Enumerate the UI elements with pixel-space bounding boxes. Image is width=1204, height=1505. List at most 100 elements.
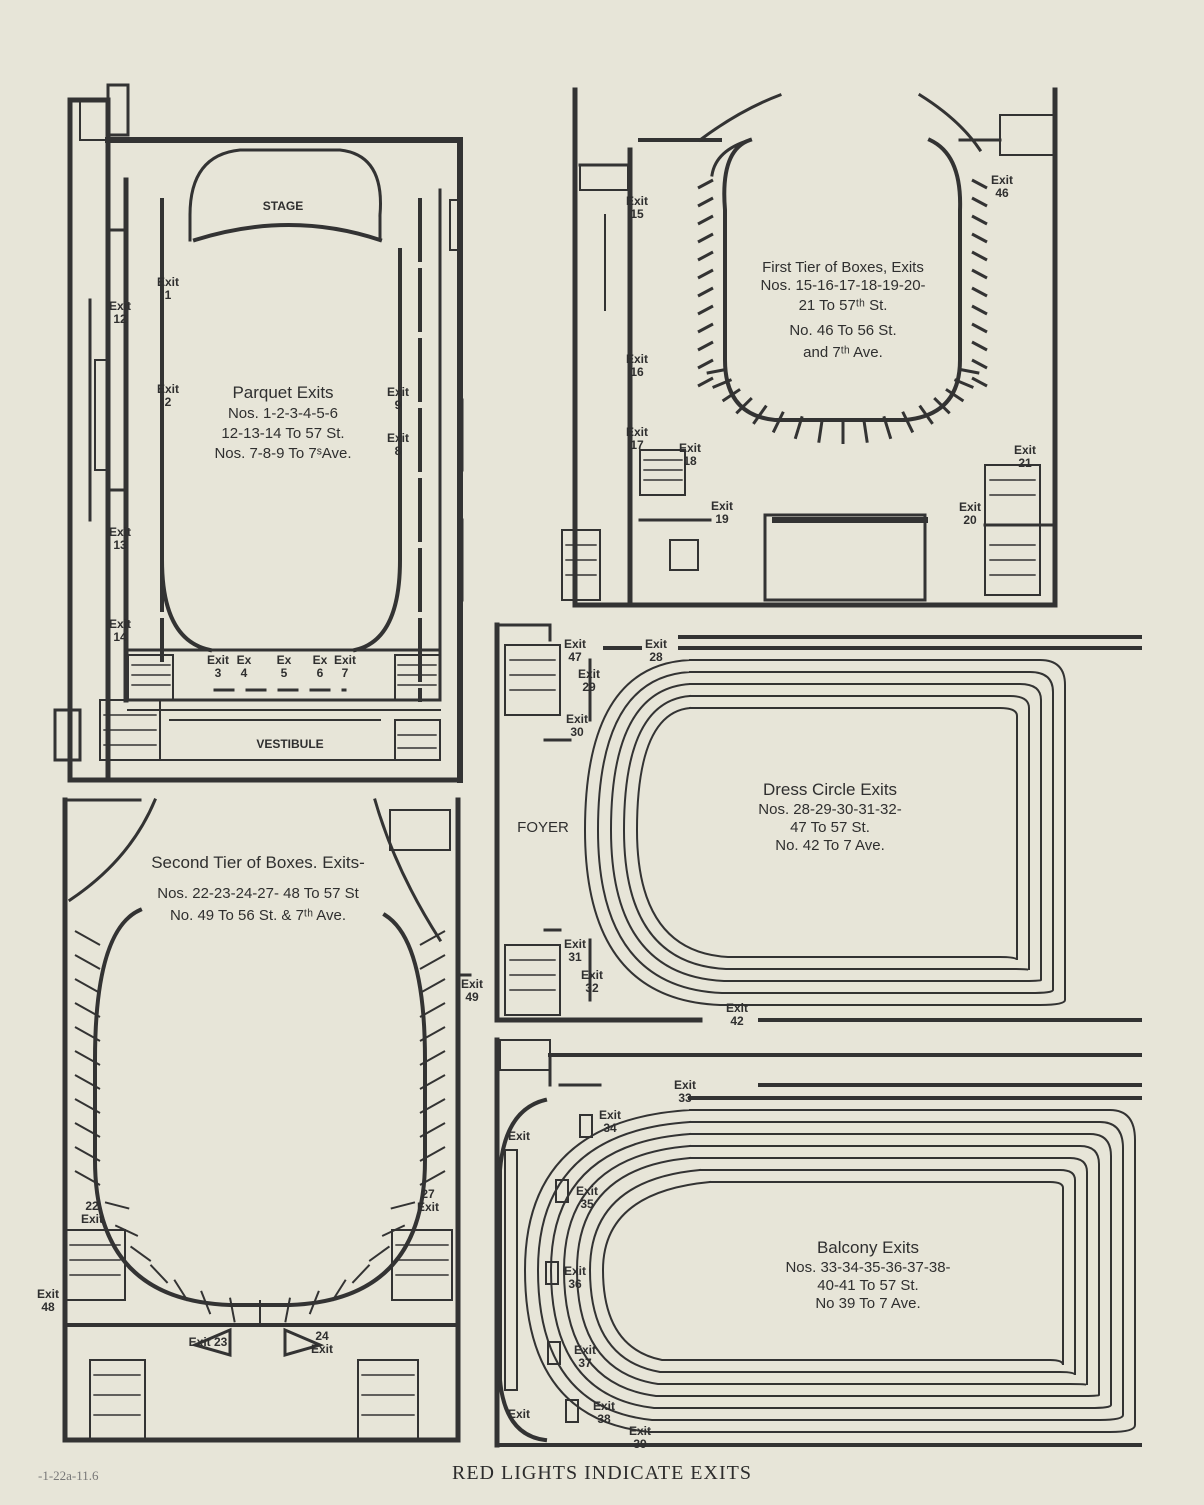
box-seat	[945, 388, 965, 403]
box-seat	[74, 978, 101, 994]
exit-label-top: Exit	[645, 637, 667, 651]
box-seat	[735, 396, 753, 415]
box-seat	[419, 1026, 446, 1042]
exit-label-bottom: 5	[281, 666, 288, 680]
exit-label-bottom: 33	[678, 1091, 692, 1105]
parquet-labels: STAGE VESTIBULE Parquet Exits Nos. 1-2-3…	[214, 199, 351, 751]
box-seat	[933, 396, 951, 415]
exit-label-bottom: 49	[465, 990, 479, 1004]
exit-label-top: Ex	[277, 653, 292, 667]
exit-label-top: Exit	[991, 173, 1013, 187]
exit-markers: Exit1Exit2Exit9Exit8Exit12Exit13Exit14Ex…	[37, 173, 1036, 1451]
footer-caption: RED LIGHTS INDICATE EXITS	[452, 1462, 752, 1484]
exit-label-top: Exit	[109, 617, 131, 631]
exit-label-bottom: Exit	[81, 1212, 103, 1226]
exit-label-bottom: 18	[683, 454, 697, 468]
box-seat	[697, 376, 714, 388]
exit-label-top: Exit	[629, 1424, 651, 1438]
exit-label-top: Exit	[207, 653, 229, 667]
exit-label-top: Exit	[626, 352, 648, 366]
exit-label-bottom: 30	[570, 725, 584, 739]
balcony-plan	[494, 1037, 1142, 1448]
parquet-line-1: Nos. 1-2-3-4-5-6	[228, 405, 338, 422]
foyer-label: FOYER	[517, 819, 569, 836]
box-seat	[351, 1264, 371, 1284]
box-seat	[793, 415, 804, 440]
exit-label-bottom: 8	[395, 444, 402, 458]
box-seat	[74, 1170, 101, 1186]
parquet-exit-9: Ex4	[237, 653, 252, 680]
parquet-plan	[53, 83, 464, 783]
box-seat	[882, 415, 893, 440]
box-seat	[419, 1098, 446, 1114]
first-tier-line-3: No. 46 To 56 St.	[789, 322, 896, 339]
exit-label-top: Exit	[334, 653, 356, 667]
parquet-exit-10: Ex5	[277, 653, 292, 680]
box-seat	[971, 250, 988, 262]
box-seat	[149, 1264, 169, 1284]
dress-circle-line-1: Nos. 28-29-30-31-32-	[758, 801, 901, 818]
box-seat	[74, 954, 101, 970]
exit-label-bottom: 9	[395, 398, 402, 412]
box-seat	[721, 388, 741, 403]
exit-label-top: Exit	[726, 1001, 748, 1015]
box-seat	[697, 286, 714, 298]
exit-label-top: Exit	[157, 275, 179, 289]
box-seat	[114, 1224, 139, 1237]
box-seat	[706, 367, 727, 375]
second-tier-line-1: Nos. 22-23-24-27- 48 To 57 St	[157, 885, 359, 902]
box-seat	[752, 404, 768, 425]
exit-label-bottom: 47	[568, 650, 582, 664]
exit-label-top: Exit	[109, 299, 131, 313]
dress-circle-line-3: No. 42 To 7 Ave.	[775, 837, 885, 854]
exit-label-top: Exit	[1014, 443, 1036, 457]
box-seat	[918, 404, 934, 425]
box-seat	[971, 232, 988, 244]
exit-label-bottom: 4	[241, 666, 248, 680]
exit-label-bottom: Exit	[417, 1200, 439, 1214]
exit-label-top: 22	[85, 1199, 99, 1213]
box-seat	[971, 376, 988, 388]
box-seat	[419, 1170, 446, 1186]
exit-label-top: Exit	[711, 499, 733, 513]
first-tier-line-1: Nos. 15-16-17-18-19-20-	[760, 277, 925, 294]
exit-label-bottom: 31	[568, 950, 582, 964]
box-seat	[817, 418, 824, 443]
box-seat	[173, 1279, 189, 1302]
dress-circle-line-2: 47 To 57 St.	[790, 819, 870, 836]
box-seat	[331, 1279, 347, 1302]
box-seat	[74, 1074, 101, 1090]
box-seat	[953, 378, 974, 389]
exit-label-top: Exit 23	[189, 1335, 228, 1349]
box-seat	[419, 954, 446, 970]
box-seat	[368, 1245, 391, 1262]
exit-label-top: Exit	[564, 1264, 586, 1278]
exit-label-top: Exit	[576, 1184, 598, 1198]
exit-label-bottom: Exit	[311, 1342, 333, 1356]
box-seat	[229, 1297, 236, 1323]
balcony-title: Balcony Exits	[817, 1238, 919, 1257]
exit-label-bottom: 2	[165, 395, 172, 409]
exit-label-bottom: 29	[582, 680, 596, 694]
exit-label-bottom: 15	[630, 207, 644, 221]
box-seat	[419, 978, 446, 994]
